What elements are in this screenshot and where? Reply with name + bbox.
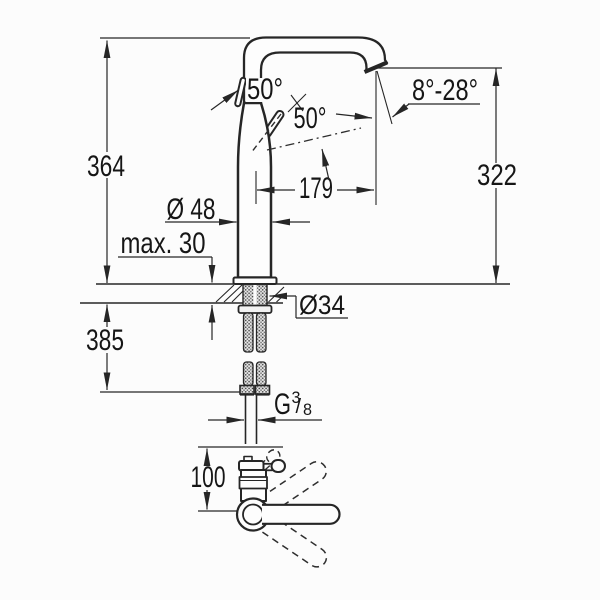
dim-label-dia34: Ø34 bbox=[299, 290, 345, 320]
spout-solid-position bbox=[262, 503, 341, 525]
head-band bbox=[238, 476, 268, 490]
spout-outlet-face bbox=[363, 60, 388, 74]
thread-label-numerator: 3 bbox=[292, 388, 301, 407]
dim-label-179: 179 bbox=[299, 172, 333, 205]
label-backing bbox=[84, 152, 129, 178]
hatch-line bbox=[215, 284, 235, 303]
hatch-line bbox=[223, 284, 243, 303]
base-flange bbox=[232, 276, 278, 285]
dimension-385: 385 bbox=[84, 304, 128, 390]
supply-hose-right-lower bbox=[255, 361, 267, 387]
dimension-max30: max. 30 bbox=[118, 227, 216, 340]
lever-axis-dash-dot bbox=[266, 127, 362, 151]
dim-label-385: 385 bbox=[86, 324, 124, 357]
dim-label-dia48: Ø 48 bbox=[167, 193, 216, 226]
supply-hose-left-upper bbox=[242, 312, 254, 353]
dimension-322: 322 bbox=[474, 68, 519, 283]
lever-dashed-line bbox=[264, 463, 273, 471]
dim-label-max30: max. 30 bbox=[121, 227, 206, 260]
tick-line bbox=[290, 94, 304, 112]
mounting-nut bbox=[237, 304, 273, 314]
hatch-line bbox=[268, 286, 285, 303]
label-backing bbox=[188, 466, 228, 490]
dim-label-100: 100 bbox=[191, 461, 226, 494]
thread-label-slash: / bbox=[296, 396, 302, 418]
hose-fitting-right bbox=[254, 384, 271, 395]
angle50b-arrow-up bbox=[321, 148, 330, 181]
lever-hidden-dashed bbox=[250, 113, 282, 154]
supply-hose-left-lower bbox=[242, 361, 254, 387]
spout-dashed-up bbox=[259, 461, 327, 515]
supply-hose-right-upper bbox=[255, 312, 267, 353]
dim-label-50-swing: 50° bbox=[294, 102, 327, 135]
label-backing bbox=[84, 327, 128, 353]
label-backing bbox=[474, 163, 519, 188]
dim-label-8-28: 8°-28° bbox=[412, 74, 478, 107]
dimension-8-28: 8°-28° bbox=[392, 74, 480, 118]
spout-dashed-up-path bbox=[259, 461, 327, 515]
angle828-leader bbox=[392, 103, 410, 118]
hose-fitting-left bbox=[239, 384, 255, 395]
thread-label-denominator: 8 bbox=[303, 400, 312, 419]
dimension-50-lever-swing: 50° bbox=[294, 102, 373, 181]
hatch-line bbox=[276, 293, 286, 303]
lever-grip bbox=[270, 459, 286, 473]
swivel-joint-inner-circle bbox=[242, 503, 264, 526]
dimension-364: 364 bbox=[84, 40, 129, 283]
dimension-dia34: Ø34 bbox=[269, 290, 348, 320]
hatch-line bbox=[231, 290, 244, 303]
dim-label-364: 364 bbox=[87, 150, 125, 183]
spout-dashed-down-path bbox=[259, 514, 328, 568]
dimension-50-lever-open: 50° bbox=[210, 73, 286, 111]
angle50b-arrow-right bbox=[335, 112, 373, 120]
reference-lines bbox=[80, 37, 510, 393]
dim-label-322: 322 bbox=[477, 159, 517, 192]
dimension-100: 100 bbox=[188, 448, 228, 510]
dimension-dia48: Ø 48 bbox=[165, 193, 310, 226]
dimension-g38: G 3 / 8 bbox=[208, 388, 322, 424]
dim-label-50-open: 50° bbox=[247, 73, 283, 106]
thread-label-g: G bbox=[274, 388, 291, 421]
spout-angle-diagonal bbox=[376, 70, 393, 125]
angle-tick-cross bbox=[287, 93, 307, 113]
angle50a-arrow bbox=[210, 89, 239, 111]
label-backing bbox=[295, 177, 337, 201]
faucet-swivel-view bbox=[198, 446, 341, 568]
dimension-179: 179 bbox=[257, 172, 374, 205]
faucet-front-view bbox=[232, 36, 393, 285]
label-backing bbox=[246, 78, 286, 102]
spout-dashed-down bbox=[259, 514, 328, 568]
mounting-hardware bbox=[237, 283, 273, 444]
